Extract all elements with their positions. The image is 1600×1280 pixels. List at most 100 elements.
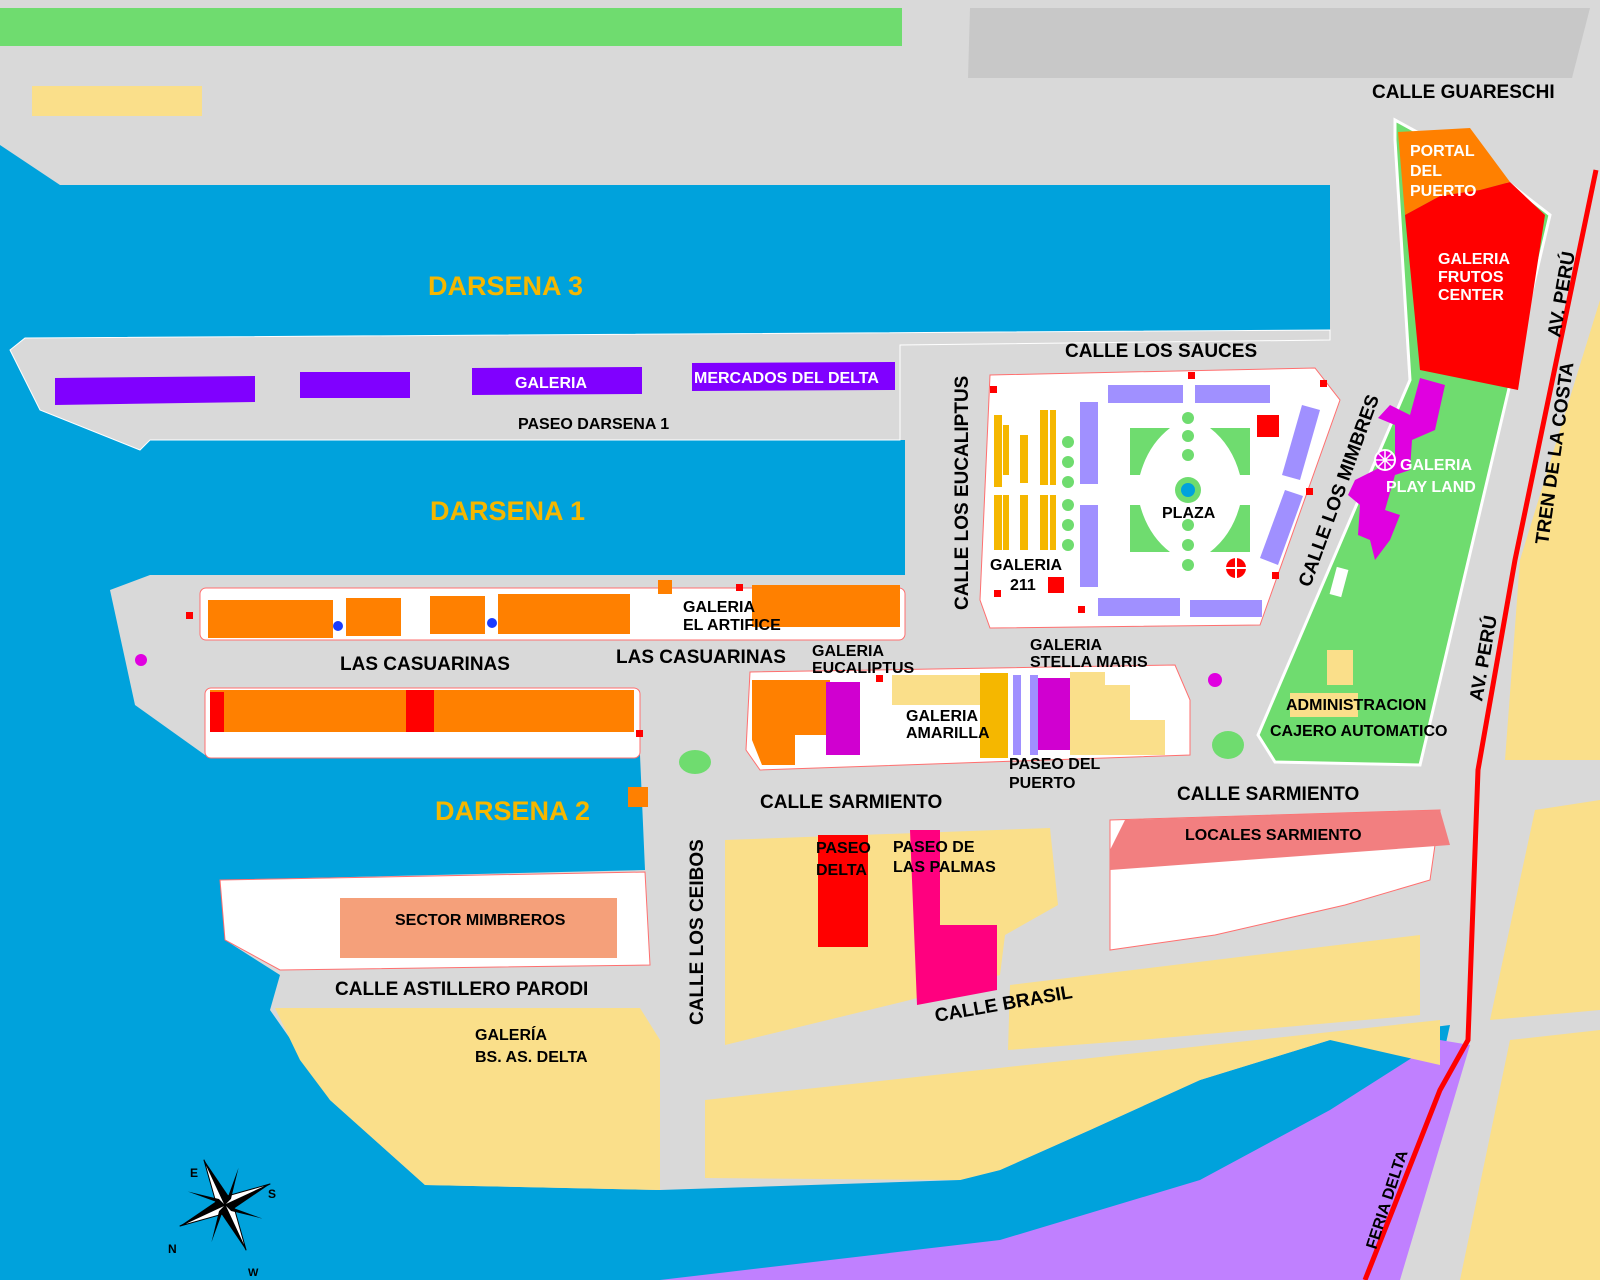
label-amarilla-2: AMARILLA — [906, 725, 990, 742]
g211-bar-3 — [1020, 435, 1028, 483]
street-paseo-darsena-1: PASEO DARSENA 1 — [518, 416, 669, 433]
g211-bar-6 — [994, 495, 1002, 550]
sand-galeria-bsas — [275, 1008, 660, 1190]
green-island-1 — [679, 750, 711, 774]
galeria-amarilla-sand — [892, 675, 987, 705]
label-eucaliptus-2: EUCALIPTUS — [812, 660, 915, 677]
street-los-sauces: CALLE LOS SAUCES — [1065, 341, 1257, 362]
paseo-de-las-palmas — [910, 830, 997, 1005]
galeria-frutos-center — [1405, 182, 1545, 390]
g211-bar-10 — [1050, 495, 1056, 550]
label-playland-2: PLAY LAND — [1386, 479, 1476, 496]
marker-blue-1 — [333, 621, 343, 631]
plaza-red-2 — [1048, 577, 1064, 593]
label-palmas-2: LAS PALMAS — [893, 859, 996, 876]
sand-right-low — [1460, 1030, 1600, 1280]
sand-brasil-east — [1008, 935, 1420, 1050]
feria-delta-area — [660, 1040, 1470, 1280]
stall-v-1 — [1080, 402, 1098, 484]
label-portal-3: PUERTO — [1410, 183, 1476, 200]
sector-mimbreros-block — [340, 898, 617, 958]
label-mercados-del-delta: MERCADOS DEL DELTA — [694, 370, 879, 387]
shop-2 — [346, 598, 401, 636]
sand-right-mid — [1490, 800, 1600, 1020]
pavilion-2 — [300, 372, 410, 398]
label-paseo-delta-2: DELTA — [816, 862, 867, 879]
shop-red-1 — [210, 692, 224, 732]
top-green-strip — [0, 8, 902, 46]
label-portal-1: PORTAL — [1410, 143, 1475, 160]
stall-diag-1 — [1282, 405, 1320, 480]
g211-bar-8 — [1020, 495, 1028, 550]
sand-lower-strip — [705, 1020, 1440, 1180]
street-casuarinas-west: LAS CASUARINAS — [340, 654, 510, 675]
label-stella-2: STELLA MARIS — [1030, 654, 1148, 671]
paseo-delta — [818, 835, 868, 947]
shop-red-2 — [406, 690, 434, 732]
label-bsas-1: GALERÍA — [475, 1025, 547, 1044]
label-portal-2: DEL — [1410, 163, 1442, 180]
stall-h-2 — [1195, 385, 1270, 403]
shop-artifice — [752, 585, 900, 627]
galeria-eucaliptus-magenta — [826, 682, 860, 755]
compass-s: S — [268, 1187, 276, 1201]
paseo-puerto-stall-2 — [1030, 675, 1038, 755]
shop-orange-corner — [628, 787, 648, 807]
label-darsena-3: DARSENA 3 — [428, 271, 583, 301]
pavilion-galeria — [472, 367, 642, 395]
label-paseo-delta-1: PASEO — [816, 840, 871, 857]
label-paseo-puerto-1: PASEO DEL — [1009, 756, 1101, 773]
g211-bar-1 — [994, 415, 1002, 475]
shop-3 — [430, 596, 485, 634]
g211-bar-12 — [994, 455, 1002, 487]
top-gray-block — [968, 8, 1590, 78]
label-artifice-2: EL ARTIFICE — [683, 617, 781, 634]
label-frutos-3: CENTER — [1438, 287, 1504, 304]
label-locales-sarmiento: LOCALES SARMIENTO — [1185, 827, 1362, 844]
street-eucaliptus: CALLE LOS EUCALIPTUS — [952, 376, 973, 610]
pavilion-mercados — [692, 362, 895, 391]
g211-bar-5 — [1050, 410, 1056, 485]
street-los-ceibos: CALLE LOS CEIBOS — [687, 839, 708, 1025]
galeria-amarilla-gold — [980, 673, 1008, 758]
railway-tren-de-la-costa — [1362, 169, 1599, 1280]
marker-blue-2 — [487, 618, 497, 628]
label-frutos-2: FRUTOS — [1438, 269, 1504, 286]
compass-e: E — [190, 1166, 198, 1180]
street-sarmiento-west: CALLE SARMIENTO — [760, 792, 942, 813]
stall-h-4 — [1190, 600, 1262, 617]
street-casuarinas-east: LAS CASUARINAS — [616, 647, 786, 668]
plaza-green — [1130, 428, 1250, 552]
top-sand-strip — [32, 86, 202, 116]
g211-bar-2 — [1003, 425, 1009, 475]
label-amarilla-1: GALERIA — [906, 708, 978, 725]
paseo-darsena-pier — [9, 329, 1331, 451]
plaza-trees — [1062, 412, 1194, 571]
red-markers — [186, 372, 1327, 737]
stall-diag-2 — [1260, 490, 1303, 565]
stall-h-1 — [1108, 385, 1183, 403]
label-sector-mimbreros: SECTOR MIMBREROS — [395, 912, 566, 929]
playland-white-1 — [1329, 566, 1349, 598]
label-bsas-2: BS. AS. DELTA — [475, 1049, 588, 1066]
sand-right-upper — [1505, 300, 1600, 760]
g211-bar-9 — [1040, 495, 1048, 550]
playland-icon — [1374, 449, 1396, 471]
compass-w: W — [248, 1267, 259, 1279]
paseo-puerto-stall-1 — [1013, 675, 1021, 755]
administracion-block — [1327, 650, 1353, 685]
label-administracion: ADMINISTRACION — [1286, 697, 1426, 714]
green-island-2 — [1212, 731, 1244, 759]
compass-n: N — [168, 1242, 177, 1256]
stella-maris-sand — [1070, 672, 1165, 755]
label-frutos-1: GALERIA — [1438, 251, 1510, 268]
label-paseo-puerto-2: PUERTO — [1009, 775, 1075, 792]
label-galeria-211-1: GALERIA — [990, 557, 1062, 574]
fountain-water — [1181, 483, 1195, 497]
label-plaza: PLAZA — [1162, 505, 1216, 522]
label-cajero: CAJERO AUTOMATICO — [1270, 723, 1447, 740]
stall-v-2 — [1080, 505, 1098, 587]
plaza-red-1 — [1257, 415, 1279, 437]
info-icon — [1226, 558, 1246, 578]
